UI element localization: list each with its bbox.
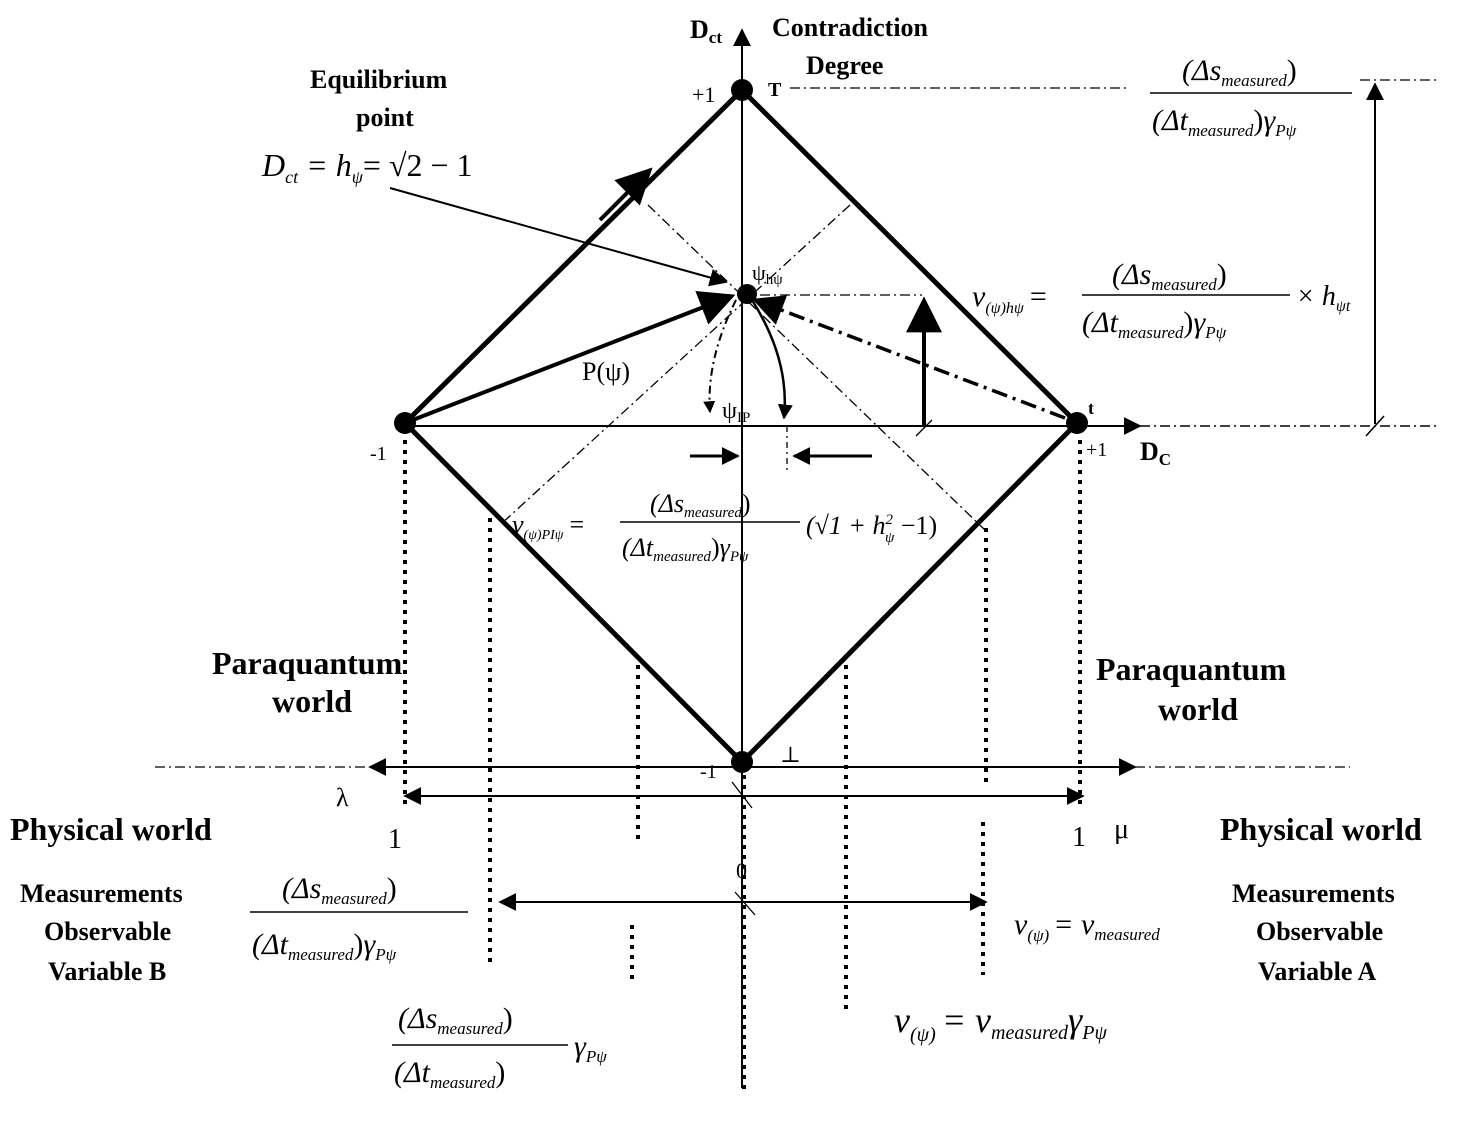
svg-text:v(ψ)hψ=: v(ψ)hψ=	[972, 280, 1047, 317]
svg-text:(Δtmeasured)γPψ: (Δtmeasured)γPψ	[252, 928, 397, 964]
equilibrium-point-label: ψhψ	[752, 260, 783, 288]
degree-title: Degree	[806, 51, 883, 80]
svg-text:(Δsmeasured): (Δsmeasured)	[650, 489, 751, 521]
svg-text:(Δtmeasured): (Δtmeasured)	[394, 1056, 505, 1092]
vertical-axis-symbol: Dct	[690, 15, 722, 47]
vertex-top	[731, 79, 753, 101]
right-value: +1	[1086, 439, 1107, 461]
svg-text:(Δsmeasured): (Δsmeasured)	[1112, 258, 1227, 294]
bottom-vertex-label: ⊥	[780, 742, 801, 767]
p-psi-label: P(ψ)	[582, 357, 630, 386]
vertex-right	[1066, 412, 1088, 434]
svg-text:(Δtmeasured)γPψ: (Δtmeasured)γPψ	[1082, 306, 1227, 342]
svg-text:(Δtmeasured)γPψ: (Δtmeasured)γPψ	[1152, 104, 1297, 140]
meas-left-2: Observable	[44, 917, 171, 946]
svg-text:(√1 + h2ψ −1): (√1 + h2ψ −1)	[806, 511, 937, 546]
svg-text:(Δsmeasured): (Δsmeasured)	[398, 1002, 513, 1038]
vertex-bottom	[731, 751, 753, 773]
curve-arrow-left	[703, 299, 737, 414]
equilibrium-point	[737, 284, 757, 304]
right-height-tick	[1365, 415, 1385, 437]
tick-under-bottom	[731, 781, 753, 809]
svg-text:(Δsmeasured): (Δsmeasured)	[1182, 54, 1297, 90]
formula-v-hpsi: v(ψ)hψ= (Δsmeasured) (Δtmeasured)γPψ × h…	[972, 258, 1351, 342]
diagonal-dashdot-1	[647, 204, 986, 531]
meas-right-3: Variable A	[1258, 957, 1376, 986]
top-vertex-label: T	[768, 79, 782, 101]
svg-text:× hψt: × hψt	[1296, 281, 1351, 315]
contradiction-title: Contradiction	[772, 13, 929, 42]
physical-right: Physical world	[1220, 811, 1422, 847]
psi-ip-label: ψIP	[722, 398, 750, 426]
meas-right-1: Measurements	[1232, 879, 1395, 908]
lambda-one: 1	[388, 824, 402, 855]
formula-v-measured: v(ψ)= vmeasured	[1014, 908, 1160, 945]
curve-arrow-right	[750, 299, 793, 420]
vertex-left	[394, 412, 416, 434]
meas-left-1: Measurements	[20, 879, 183, 908]
equilibrium-pointer	[389, 187, 728, 287]
zero-label: 0	[736, 858, 747, 883]
base-tick	[915, 419, 933, 437]
lambda-label: λ	[336, 783, 349, 812]
formula-top-right: (Δsmeasured) (Δtmeasured)γPψ	[1150, 54, 1352, 140]
mu-one: 1	[1072, 822, 1086, 853]
horizontal-axis-symbol: DC	[1140, 437, 1171, 469]
top-value: +1	[692, 82, 715, 107]
formula-v-pi: v(ψ)PIψ= (Δsmeasured) (Δtmeasured)γPψ (√…	[512, 489, 937, 565]
paraquantum-right-world: world	[1158, 691, 1238, 727]
dashdot-heavy-arrow	[752, 295, 1066, 420]
bottom-value: -1	[700, 761, 717, 783]
equilibrium-title-2: point	[356, 103, 414, 132]
formula-bottom-left: (Δsmeasured) (Δtmeasured)γPψ	[250, 872, 468, 964]
edge-arrow	[598, 167, 653, 222]
equilibrium-title: Equilibrium	[310, 65, 448, 94]
formula-v-measured-gamma: v(ψ)= vmeasuredγPψ	[894, 1000, 1107, 1046]
svg-text:(Δsmeasured): (Δsmeasured)	[282, 872, 397, 908]
equilibrium-formula: Dct = hψ= √2 − 1	[261, 147, 473, 187]
tick-zero	[734, 891, 756, 916]
p-psi-vector	[404, 290, 736, 425]
paraquantum-left: Paraquantum	[212, 645, 403, 681]
left-value: -1	[370, 443, 387, 465]
svg-text:γPψ: γPψ	[574, 1030, 607, 1066]
svg-text:v(ψ)PIψ=: v(ψ)PIψ=	[512, 510, 584, 543]
formula-bottom-center: (Δsmeasured) (Δtmeasured) γPψ	[392, 1002, 607, 1092]
dotted-verticals	[403, 440, 1082, 1090]
physical-left: Physical world	[10, 811, 212, 847]
right-vertex-label: t	[1088, 398, 1094, 418]
paraquantum-right: Paraquantum	[1096, 651, 1287, 687]
svg-text:(Δtmeasured)γPψ: (Δtmeasured)γPψ	[622, 533, 749, 565]
paraquantum-left-world: world	[272, 683, 352, 719]
diagonal-dashdot-2	[499, 204, 851, 526]
meas-left-3: Variable B	[48, 957, 166, 986]
meas-right-2: Observable	[1256, 917, 1383, 946]
mu-label: μ	[1114, 814, 1129, 845]
